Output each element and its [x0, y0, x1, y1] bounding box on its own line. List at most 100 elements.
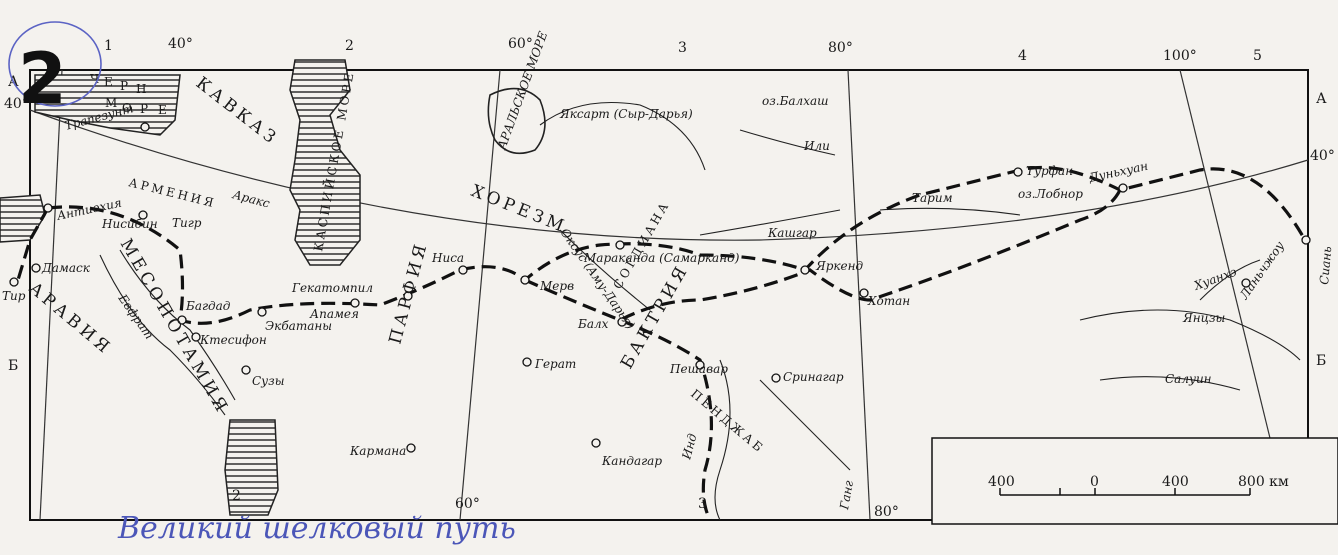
- city-label: Герат: [534, 357, 576, 371]
- indus-label: Инд: [679, 432, 700, 462]
- syr-darya-label: Яксарт (Сыр-Дарья): [559, 107, 693, 121]
- caspian-sea: [289, 59, 361, 266]
- exercise-number-text: 2: [18, 38, 67, 120]
- city-label: Сиань: [1317, 246, 1334, 286]
- city-label: Гекатомпил: [291, 281, 373, 295]
- degree-label: 40°: [4, 96, 29, 112]
- city-label: Нисибин: [101, 217, 158, 231]
- city-label: Турфан: [1026, 164, 1073, 178]
- lobnor-label: оз.Лобнор: [1018, 187, 1083, 201]
- city-damascus: [31, 263, 41, 273]
- city-trapezunt: [140, 122, 150, 132]
- column-number: 3: [698, 496, 707, 512]
- city-tyre: [9, 277, 19, 287]
- scale-bar: 400 0 400 800 км: [931, 437, 1338, 525]
- corner-letter: Б: [1316, 353, 1326, 369]
- ganges-label: Ганг: [837, 479, 856, 511]
- city-ctesiphon: [191, 332, 201, 342]
- city-label: Экбатаны: [265, 319, 332, 333]
- city-baghdad: [177, 315, 187, 325]
- mesopotamia-label: МЕСОПОТАМИЯ: [116, 236, 233, 419]
- city-lanzhou: [1241, 278, 1251, 288]
- khorezm-label: ХОРЕЗМ: [468, 181, 570, 238]
- city-nisibin: [138, 210, 148, 220]
- degree-label: 60°: [455, 496, 480, 512]
- city-xian: [1301, 235, 1311, 245]
- handwritten-caption: Великий шелковый путь: [117, 511, 516, 546]
- city-label: Яркенд: [815, 259, 864, 273]
- city-label: Тир: [2, 289, 26, 303]
- black-sea: [34, 74, 181, 136]
- caucasus-label: КАВКАЗ: [192, 73, 282, 150]
- city-turfan: [1013, 167, 1023, 177]
- scale-label: 400: [1162, 474, 1189, 490]
- city-label: Пешавар: [669, 362, 728, 376]
- city-label: Апамея: [309, 307, 359, 321]
- degree-label: 40°: [1310, 148, 1335, 164]
- sea-letter: О: [122, 101, 135, 115]
- city-apamea: [350, 298, 360, 308]
- city-dunhuang: [1118, 183, 1128, 193]
- city-herat: [522, 357, 532, 367]
- sea-labels: Ч Е Р Н М О Р Е КАСПИЙСКОЕ МОРЕ АРАЛЬСКО…: [90, 29, 1083, 252]
- column-number: 4: [1018, 48, 1027, 64]
- sea-letter: Р: [120, 79, 131, 93]
- corner-letter: Б: [8, 358, 18, 374]
- yangtze-label: Янцзы: [1182, 311, 1225, 325]
- city-ecbatana: [257, 307, 267, 317]
- city-label: Ктесифон: [199, 333, 267, 347]
- ili-label: Или: [803, 139, 830, 153]
- sea-letter: Р: [140, 102, 151, 116]
- mediterranean-sea: [0, 194, 46, 243]
- salween-label: Салуин: [1165, 372, 1212, 386]
- city-hecatompylos: [403, 291, 413, 301]
- city-yarkand: [800, 265, 810, 275]
- city-label: Багдад: [185, 299, 231, 313]
- city-label: Ланьчжоу: [1236, 239, 1286, 303]
- city-peshawar: [695, 360, 705, 370]
- sea-letter: Е: [158, 103, 170, 117]
- aral-sea: [487, 87, 546, 155]
- degree-label: 40°: [168, 36, 193, 52]
- city-label: Мараканда (Самарканд): [583, 251, 740, 265]
- city-nisa: [458, 265, 468, 275]
- scale-label: 800 км: [1238, 474, 1289, 490]
- arabia-label: АРАВИЯ: [25, 279, 116, 360]
- city-label: Сузы: [252, 374, 284, 388]
- tarim-label: Тарим: [912, 191, 953, 205]
- degree-label: 100°: [1163, 48, 1197, 64]
- degree-label: 60°: [508, 36, 533, 52]
- city-antioch: [43, 203, 53, 213]
- column-number: 3: [678, 40, 687, 56]
- city-kandahar: [591, 438, 601, 448]
- city-label: Ниса: [431, 251, 464, 265]
- yellow-river-label: Хуанхэ: [1191, 265, 1238, 294]
- city-label: Сринагар: [783, 370, 844, 384]
- city-label: Балх: [577, 317, 609, 331]
- punjab-label: ПЕНДЖАБ: [688, 387, 767, 457]
- city-markers: [9, 122, 1311, 453]
- column-number: 5: [1253, 48, 1262, 64]
- column-number: 1: [104, 38, 113, 54]
- sea-letter: Ч: [90, 72, 102, 86]
- degree-label: 80°: [828, 40, 853, 56]
- armenia-label: АРМЕНИЯ: [127, 175, 218, 210]
- column-number: 2: [232, 488, 241, 504]
- kashgar-label: Кашгар: [767, 226, 817, 240]
- exercise-number: 2: [8, 21, 102, 120]
- city-karmana: [406, 443, 416, 453]
- balkhash-label: оз.Балхаш: [762, 94, 829, 108]
- city-label: Дамаск: [41, 261, 91, 275]
- scale-label: 0: [1090, 474, 1099, 490]
- city-label: Мерв: [539, 279, 574, 293]
- scale-label: 400: [988, 474, 1015, 490]
- parthia-label: ПАРФИЯ: [386, 239, 433, 346]
- city-label: Дуньхуан: [1087, 159, 1150, 185]
- sea-letter: М: [105, 96, 120, 110]
- city-susa: [241, 365, 251, 375]
- column-number: 2: [345, 38, 354, 54]
- corner-letter: А: [1316, 91, 1327, 107]
- araks-label: Аракс: [230, 187, 271, 211]
- city-srinagar: [771, 373, 781, 383]
- rivers: [99, 101, 1301, 521]
